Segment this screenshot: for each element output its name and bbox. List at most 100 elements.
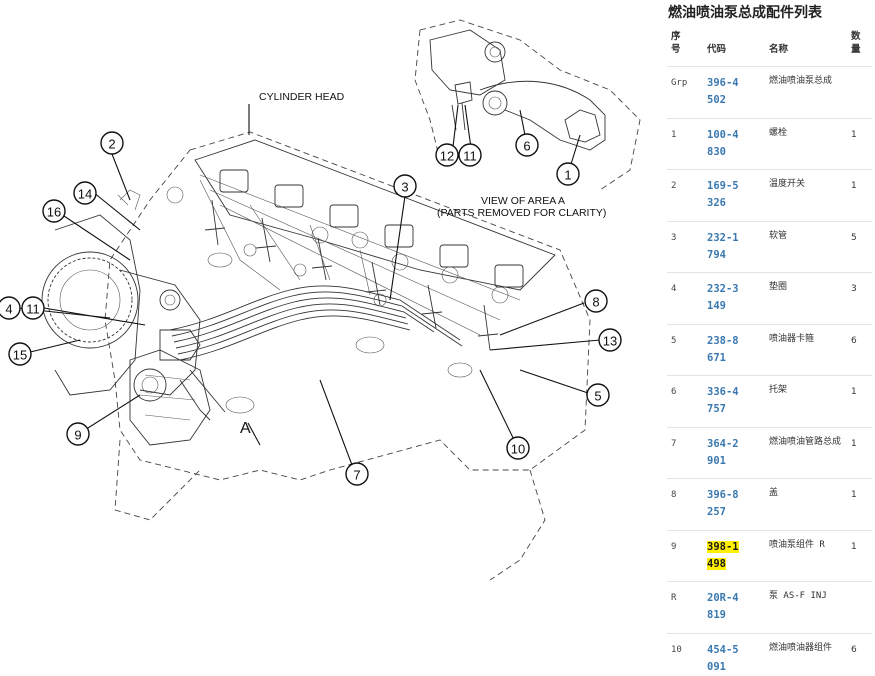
row-code-cell: 238-8671 — [703, 323, 765, 376]
row-seq: Grp — [667, 66, 703, 118]
part-code-link[interactable]: 20R-4819 — [707, 590, 741, 624]
svg-text:6: 6 — [523, 139, 530, 154]
header-qty: 数量 — [851, 31, 861, 55]
part-code-text: 454-5091 — [707, 643, 739, 673]
header-seq: 序号 — [671, 31, 681, 55]
svg-text:10: 10 — [511, 442, 525, 457]
header-name: 名称 — [769, 44, 789, 55]
part-code-text: 336-4757 — [707, 386, 739, 415]
engine-illustration: CYLINDER HEAD VIEW OF AREA A (PARTS REMO… — [0, 19, 641, 581]
row-seq: 1 — [667, 117, 703, 170]
part-code-text: 169-5326 — [707, 180, 739, 209]
svg-text:12: 12 — [440, 149, 454, 164]
row-part-name: 燃油喷油管路总成 — [765, 426, 847, 479]
parts-list-title: 燃油喷油泵总成配件列表 — [668, 5, 822, 21]
row-qty: 6 — [847, 323, 872, 376]
row-qty: 1 — [847, 169, 872, 221]
part-code-link[interactable]: 364-2901 — [707, 436, 741, 470]
row-part-name: 托架 — [765, 375, 847, 427]
row-part-name: 泵 AS-F INJ — [765, 581, 847, 633]
callout-15: 15 — [8, 342, 32, 366]
callout-1: 1 — [556, 162, 580, 186]
row-code-cell: 100-4830 — [703, 117, 765, 170]
area-a-leader — [247, 422, 261, 446]
row-code-cell: 396-4502 — [703, 66, 765, 118]
callout-2: 2 — [100, 131, 124, 155]
cylinder-head — [166, 139, 556, 414]
part-code-link[interactable]: 232-1794 — [707, 230, 741, 264]
part-code-text: 396-8257 — [707, 489, 739, 518]
exploded-parts-diagram: CYLINDER HEAD VIEW OF AREA A (PARTS REMO… — [0, 19, 641, 581]
cylinder-head-label: CYLINDER HEAD — [259, 91, 345, 103]
row-code-cell: 454-5091 — [703, 632, 765, 676]
callout-13: 13 — [598, 328, 622, 352]
svg-text:11: 11 — [463, 149, 477, 164]
row-qty: 5 — [847, 220, 872, 273]
part-code-link[interactable]: 396-8257 — [707, 487, 741, 521]
part-code-text: 364-2901 — [707, 437, 739, 467]
row-qty: 1 — [847, 529, 872, 582]
row-seq: 6 — [667, 375, 703, 427]
svg-text:9: 9 — [74, 428, 81, 443]
fuel-injectors — [204, 199, 499, 351]
part-code-link[interactable]: 454-5091 — [707, 642, 741, 676]
row-part-name: 喷油泵组件 R — [765, 529, 847, 582]
part-code-link[interactable]: 336-4757 — [707, 384, 741, 418]
callout-3: 3 — [393, 174, 417, 198]
row-qty: 1 — [847, 478, 872, 530]
pump-gear-assembly — [41, 189, 201, 402]
view-area-a-detail — [429, 29, 606, 151]
svg-text:15: 15 — [13, 348, 27, 363]
row-part-name: 垫圈 — [765, 272, 847, 324]
row-part-name: 盖 — [765, 478, 847, 530]
svg-text:8: 8 — [592, 295, 599, 310]
part-code-link[interactable]: 238-8671 — [707, 333, 741, 367]
row-code-cell: 20R-4819 — [703, 581, 765, 633]
part-code-link[interactable]: 396-4502 — [707, 75, 741, 109]
callout-14: 14 — [73, 181, 97, 205]
part-code-link[interactable]: 232-3149 — [707, 281, 741, 315]
row-seq: 4 — [667, 272, 703, 324]
part-code-text: 20R-4819 — [707, 592, 739, 621]
callout-8: 8 — [584, 289, 608, 313]
row-code-cell: 396-8257 — [703, 478, 765, 530]
pump-body — [129, 349, 211, 446]
part-code-text: 396-4502 — [707, 77, 739, 106]
area-a-label: A — [240, 420, 251, 437]
svg-text:4: 4 — [5, 302, 12, 317]
callout-10: 10 — [506, 436, 530, 460]
row-code-cell: 336-4757 — [703, 375, 765, 427]
svg-text:14: 14 — [78, 187, 92, 202]
callout-7: 7 — [345, 462, 369, 486]
row-seq: 7 — [667, 426, 703, 479]
row-qty: 1 — [847, 426, 872, 479]
part-code-link[interactable]: 100-4830 — [707, 127, 741, 161]
svg-text:11: 11 — [26, 302, 40, 317]
svg-text:1: 1 — [564, 168, 571, 183]
row-part-name: 燃油喷油泵总成 — [765, 66, 847, 118]
part-code-link[interactable]: 169-5326 — [707, 178, 741, 212]
callout-5: 5 — [586, 383, 610, 407]
fuel-line-bundle — [169, 179, 463, 421]
row-seq: 8 — [667, 478, 703, 530]
row-qty — [847, 66, 872, 118]
row-qty: 3 — [847, 272, 872, 324]
row-code-cell: 232-3149 — [703, 272, 765, 324]
row-seq: 10 — [667, 632, 703, 676]
svg-text:5: 5 — [594, 389, 601, 404]
row-seq: 2 — [667, 169, 703, 221]
part-code-link[interactable]: 398-1498 — [707, 539, 741, 573]
row-code-cell: 364-2901 — [703, 426, 765, 479]
